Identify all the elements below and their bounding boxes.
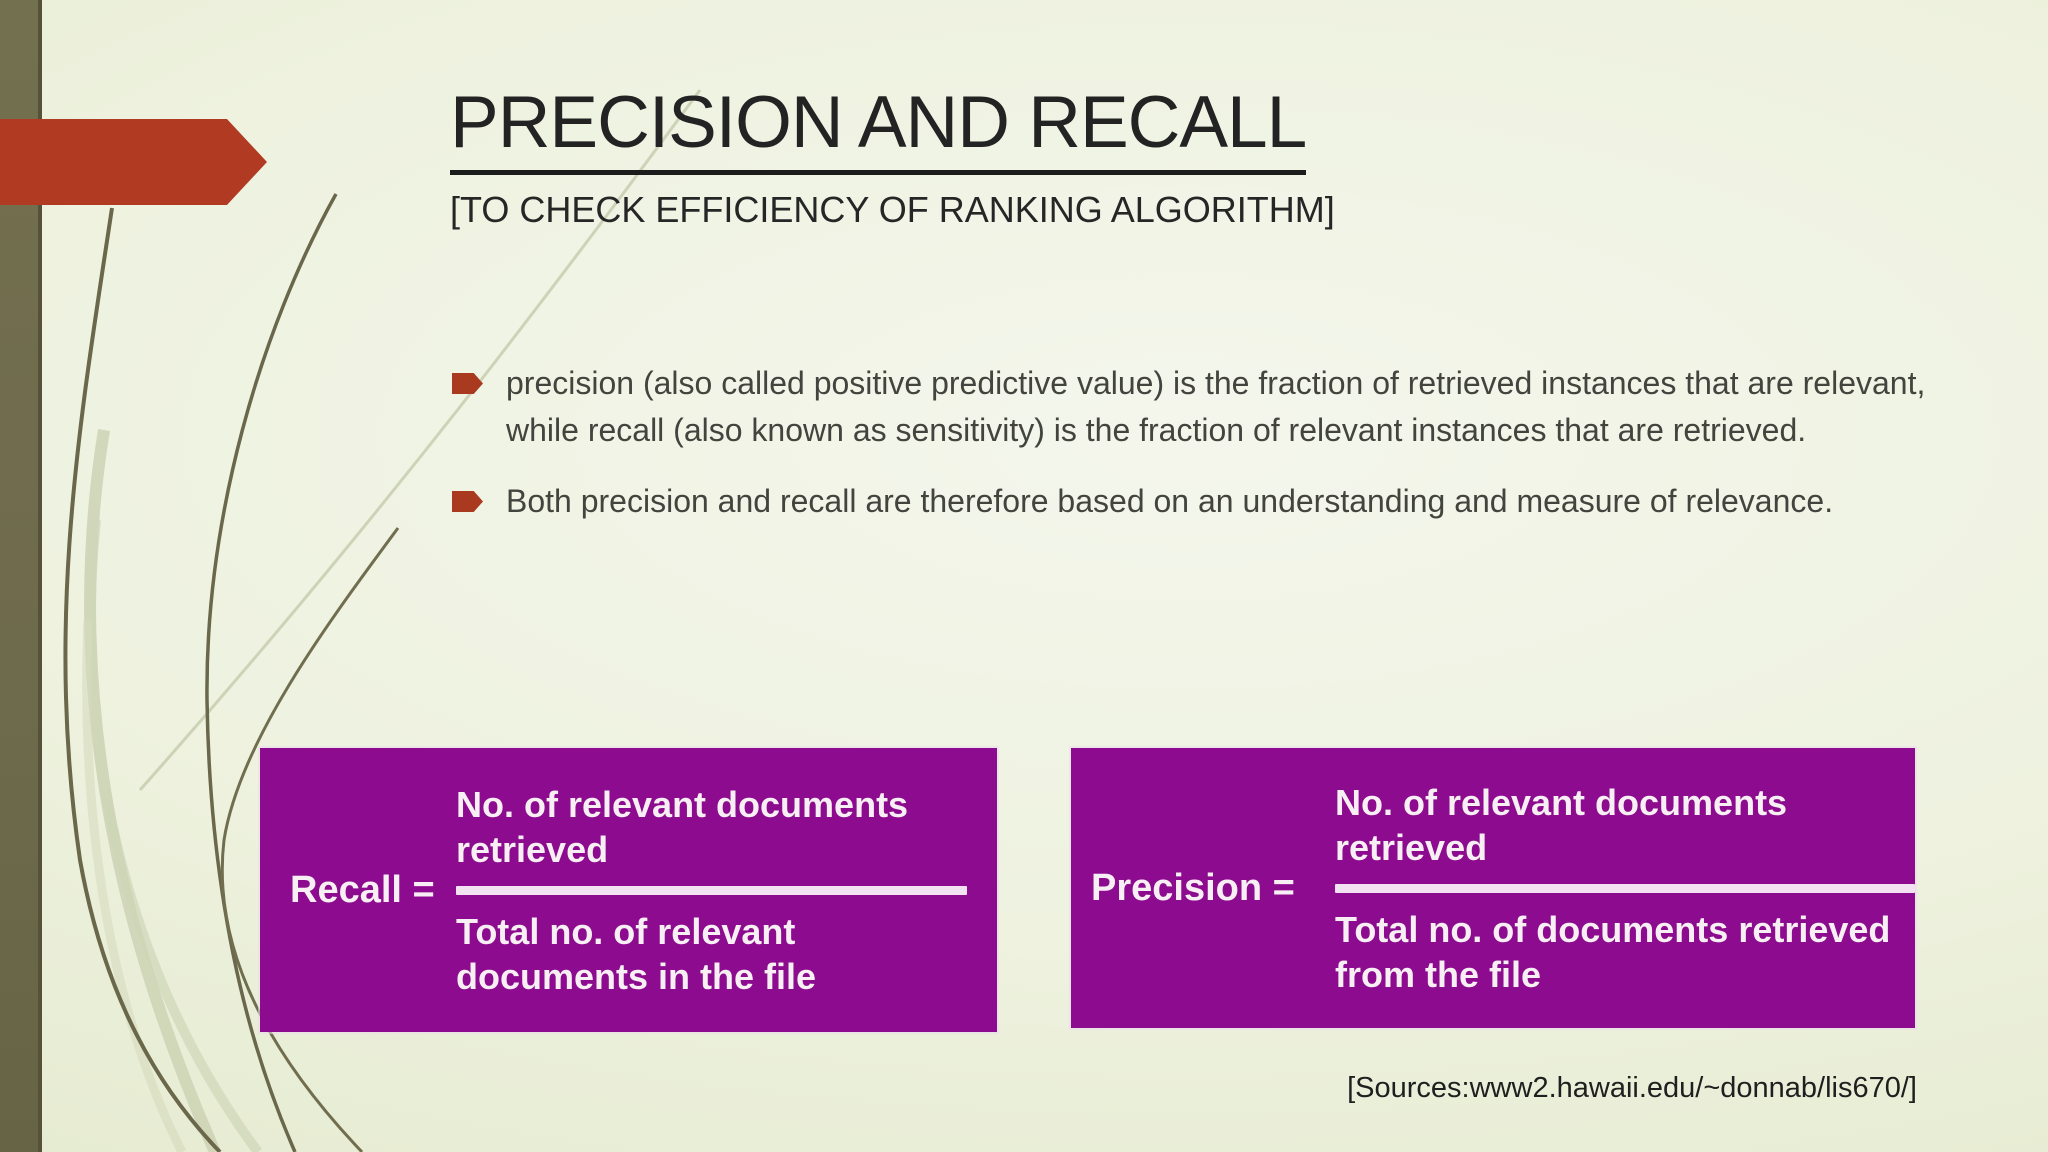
bullet-list: precision (also called positive predicti… xyxy=(452,360,1937,549)
sage-curve-wide-2 xyxy=(85,519,263,1152)
bullet-text-2: Both precision and recall are therefore … xyxy=(506,483,1834,519)
recall-fraction: No. of relevant documents retrieved Tota… xyxy=(456,782,967,999)
precision-denominator: Total no. of documents retrieved from th… xyxy=(1335,908,1891,995)
precision-formula-label: Precision = xyxy=(1091,866,1295,909)
recall-formula-box: Recall = No. of relevant documents retri… xyxy=(260,748,997,1032)
source-citation: [Sources:www2.hawaii.edu/~donnab/lis670/… xyxy=(1347,1072,1917,1104)
recall-denominator: Total no. of relevant documents in the f… xyxy=(456,910,817,997)
title-block: PRECISION AND RECALL [TO CHECK EFFICIENC… xyxy=(450,84,1335,231)
bullet-arrow-icon xyxy=(452,373,483,394)
title-arrow-shape xyxy=(0,119,267,205)
bullet-item-1: precision (also called positive predicti… xyxy=(452,360,1937,454)
bullet-item-2: Both precision and recall are therefore … xyxy=(452,478,1937,525)
bullet-arrow-icon xyxy=(452,491,483,512)
page-subtitle: [TO CHECK EFFICIENCY OF RANKING ALGORITH… xyxy=(450,189,1335,231)
recall-numerator: No. of relevant documents retrieved xyxy=(456,783,909,870)
precision-numerator: No. of relevant documents retrieved xyxy=(1335,781,1788,868)
bullet-text-1: precision (also called positive predicti… xyxy=(506,365,1926,448)
precision-fraction: No. of relevant documents retrieved Tota… xyxy=(1335,780,1915,997)
fraction-bar xyxy=(456,885,967,895)
faint-long-curve xyxy=(138,89,702,791)
fraction-bar xyxy=(1335,883,1915,893)
precision-formula-box: Precision = No. of relevant documents re… xyxy=(1071,748,1915,1028)
dark-grass-curve-3 xyxy=(220,527,400,1152)
dark-grass-curve-2 xyxy=(205,193,338,1152)
sage-curve-wide-3 xyxy=(82,619,187,1152)
page-title: PRECISION AND RECALL xyxy=(450,84,1307,176)
dark-grass-curve-1 xyxy=(63,207,222,1152)
recall-formula-label: Recall = xyxy=(290,868,435,911)
